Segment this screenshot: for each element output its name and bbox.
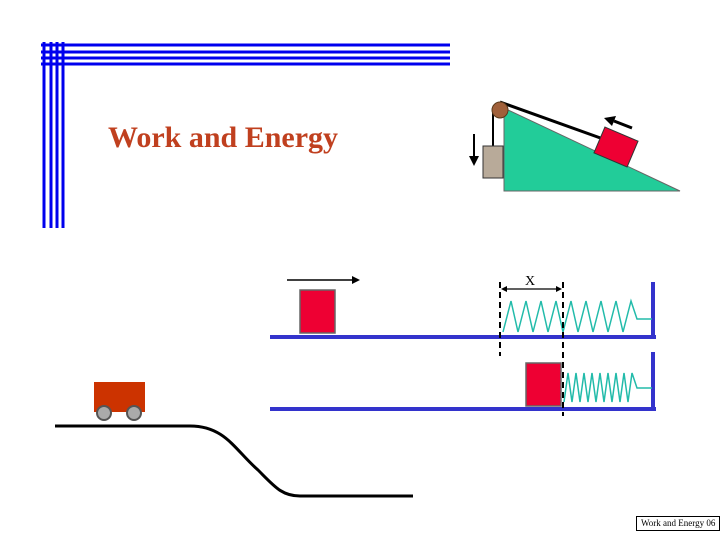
cart-wheel-left [96, 405, 112, 421]
slide-title: Work and Energy [108, 121, 339, 154]
spring-icon [502, 298, 652, 333]
displacement-arrow-left-head [501, 286, 507, 292]
block-up-arrow [613, 119, 633, 130]
pulley-icon [491, 101, 509, 119]
compressed-block-icon [525, 362, 562, 407]
displacement-arrow-right-head [556, 286, 562, 292]
hill-track [55, 424, 413, 498]
cart-wheel-right [126, 405, 142, 421]
compressed-spring-icon [563, 372, 652, 403]
title-frame-lines [41, 42, 450, 228]
hanging-weight-icon [482, 145, 504, 179]
sliding-block-icon [593, 126, 639, 168]
spring-diagram [270, 276, 656, 416]
velocity-arrow-head [352, 276, 360, 284]
block-up-arrow-head [604, 116, 616, 126]
cart-hill-diagram [55, 382, 413, 498]
weight-down-arrow-head [469, 156, 479, 166]
slide-footer: Work and Energy 06 [636, 516, 720, 531]
incline-wedge [503, 107, 681, 192]
incline-pulley-diagram [469, 100, 681, 192]
rope-to-block [499, 100, 607, 142]
moving-block-icon [299, 289, 336, 334]
displacement-label: X [525, 274, 536, 289]
